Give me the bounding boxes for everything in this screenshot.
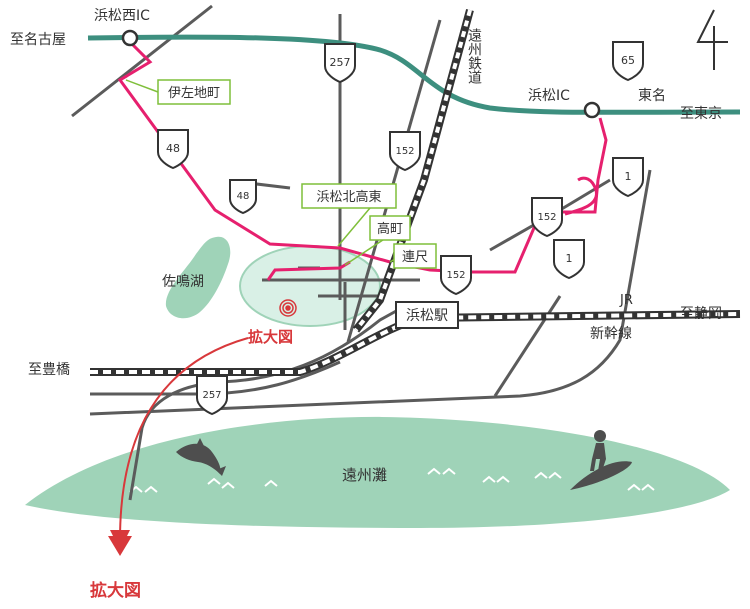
route-shield-65: 65 — [612, 41, 644, 82]
route-shield-1-b: 1 — [553, 239, 585, 280]
dolphin-icon — [176, 438, 226, 476]
label-enlarged-map: 拡大図 — [248, 328, 293, 346]
route-shield-152-a: 152 — [389, 131, 421, 172]
callout-box-takamachi — [369, 215, 411, 241]
enlarged-map-arrow — [110, 337, 249, 550]
svg-text:1: 1 — [625, 170, 632, 183]
north-arrow-icon — [696, 9, 728, 70]
callout-box-renjaku — [393, 243, 437, 269]
station-box-hamamatsu — [395, 301, 459, 329]
svg-text:1: 1 — [566, 252, 573, 265]
route-shield-48-small: 48 — [229, 179, 257, 215]
ic-circle-hamamatsu-nishi — [121, 29, 139, 47]
svg-text:65: 65 — [621, 54, 635, 67]
route-shield-257-top: 257 — [324, 43, 356, 84]
label-izaji-cho: 伊左地町 — [168, 86, 220, 101]
label-hamamatsu-ic: 浜松IC — [528, 88, 570, 104]
label-hamamatsu-station: 浜松駅 — [406, 308, 448, 324]
callout-box-izaji — [157, 79, 231, 105]
svg-text:257: 257 — [202, 390, 221, 401]
surfer-icon — [570, 430, 632, 490]
label-jr: JR — [619, 293, 633, 308]
enlarged-map-link[interactable]: 拡大図 — [90, 580, 141, 601]
route-shield-48-left: 48 — [157, 129, 189, 170]
label-tomei: 東名 — [638, 88, 666, 104]
svg-text:152: 152 — [537, 212, 556, 223]
svg-text:152: 152 — [395, 146, 414, 157]
svg-text:48: 48 — [237, 191, 250, 202]
label-sanaruko: 佐鳴湖 — [162, 274, 204, 290]
label-takamachi: 高町 — [377, 221, 403, 237]
label-hamamatsu-kita-koto: 浜松北高東 — [316, 189, 381, 205]
callout-box-hamamatsu-kita — [301, 183, 397, 209]
route-shield-152-c: 152 — [440, 255, 472, 296]
route-shield-152-b: 152 — [531, 197, 563, 238]
label-enshu-nada: 遠州灘 — [342, 466, 387, 484]
svg-text:48: 48 — [166, 142, 180, 155]
enlarged-map-arrowhead-icon — [108, 536, 132, 556]
label-to-shizuoka: 至静岡 — [680, 306, 722, 322]
label-to-nagoya: 至名古屋 — [10, 32, 66, 48]
route-pink-loop — [564, 176, 598, 216]
label-to-tokyo: 至東京 — [680, 106, 722, 122]
route-shield-257-bottom: 257 — [196, 375, 228, 416]
destination-marker-icon — [279, 299, 297, 317]
svg-text:257: 257 — [330, 56, 351, 69]
label-enshu-railway: 遠州鉄道 — [466, 28, 482, 85]
lake-sanaruko — [165, 236, 231, 319]
gray-roads — [71, 4, 652, 501]
enlarged-area-highlight — [239, 245, 381, 327]
label-hamamatsu-nishi-ic: 浜松西IC — [94, 8, 150, 24]
label-shinkansen: 新幹線 — [590, 325, 632, 342]
label-to-toyohashi: 至豊橋 — [28, 362, 70, 378]
callout-connectors — [125, 79, 411, 266]
svg-text:152: 152 — [446, 270, 465, 281]
wave-marks — [129, 467, 655, 493]
label-renjaku: 連尺 — [402, 250, 428, 265]
ic-circle-hamamatsu — [583, 101, 601, 119]
route-shield-1-a: 1 — [612, 157, 644, 198]
route-pink — [117, 38, 608, 274]
